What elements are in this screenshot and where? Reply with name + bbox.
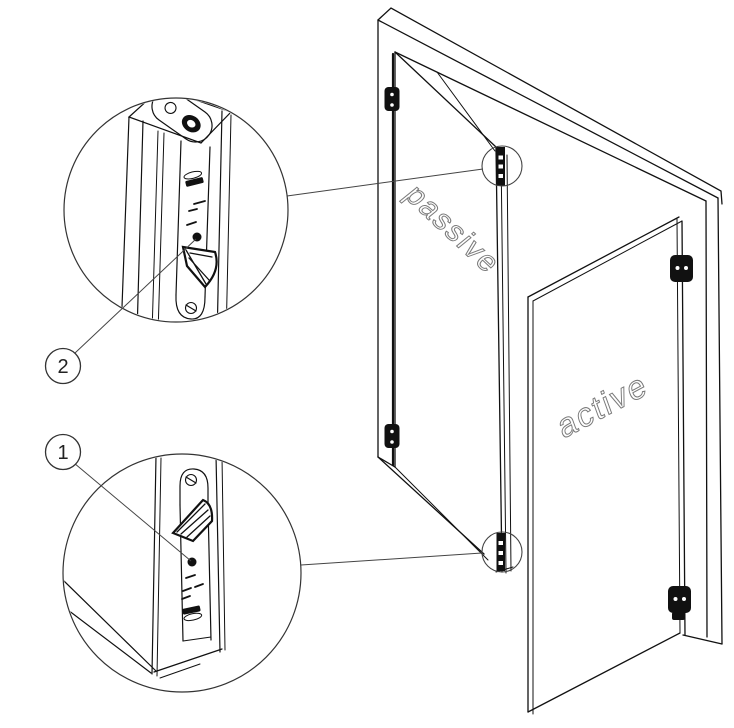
detail1-door-bottom-cut bbox=[153, 648, 223, 673]
detail1-screw bbox=[184, 473, 198, 487]
active-door-bottom-hinge bbox=[668, 586, 691, 620]
passive-door-free-edge-2 bbox=[500, 150, 507, 574]
hinges bbox=[384, 87, 693, 620]
detail2-faceplate-bottom bbox=[175, 294, 206, 320]
top-bolt-marker-circle bbox=[481, 145, 523, 187]
detail1-door-face-line bbox=[156, 457, 162, 677]
detail2-text-marks bbox=[186, 200, 206, 226]
passive-door-top-edge bbox=[394, 51, 497, 148]
detail1-faceplate-bottom bbox=[182, 636, 212, 642]
bottom-detail-view bbox=[64, 455, 226, 679]
bottom-flush-bolt-slot bbox=[498, 541, 503, 545]
detail1-screw-slot bbox=[185, 476, 197, 484]
callout-2-leader bbox=[74, 238, 197, 354]
detail2-screw bbox=[184, 301, 198, 315]
frame-right-jamb-inner bbox=[705, 200, 708, 638]
detail1-door-corner-line bbox=[215, 455, 221, 653]
callout-1-number: 1 bbox=[57, 442, 68, 464]
detail2-faceplate-left bbox=[175, 140, 182, 296]
active-door-hinge-edge-2 bbox=[681, 220, 686, 636]
leader-bottom-detail-to-door bbox=[300, 552, 483, 566]
top-flush-bolt-slot bbox=[498, 164, 503, 169]
detail2-door-corner-line bbox=[216, 110, 223, 321]
passive-door-bottom-hinge bbox=[384, 424, 400, 448]
detail1-text-marks bbox=[181, 574, 204, 600]
active-door-top-edge-far bbox=[532, 220, 683, 302]
active-door-label: active bbox=[553, 366, 652, 447]
detail1-faceplate-right bbox=[207, 504, 212, 641]
detail2-screw-hole bbox=[164, 101, 177, 115]
passive-door bbox=[377, 51, 514, 574]
top-detail-view bbox=[120, 99, 233, 321]
top-flush-bolt-slot bbox=[498, 155, 503, 160]
top-detail-circle bbox=[63, 97, 289, 323]
active-door bbox=[527, 216, 686, 715]
passive-door-top-edge-far bbox=[436, 71, 496, 152]
callout-2-number: 2 bbox=[57, 356, 68, 378]
callout-2: 2 bbox=[44, 238, 197, 385]
bottom-flush-bolt-slot bbox=[498, 551, 503, 555]
leader-lines bbox=[286, 168, 484, 566]
detail1-bolt-lever bbox=[171, 498, 214, 543]
active-door-bottom-edge bbox=[527, 632, 681, 713]
detail1-door-corner-line bbox=[221, 456, 226, 651]
detail2-leader-dot bbox=[192, 232, 202, 242]
detail2-door-face-line bbox=[120, 116, 130, 321]
frame-right-jamb-outer bbox=[717, 197, 723, 645]
frame-lintel-inner-edge bbox=[394, 51, 707, 202]
frame-top-face bbox=[377, 7, 723, 205]
passive-door-flush-bolts bbox=[481, 145, 523, 573]
detail2-groove-line bbox=[157, 132, 165, 321]
detail1-door-bottom-edge bbox=[64, 579, 157, 672]
detail2-door-corner-line bbox=[225, 114, 232, 321]
detail1-brand-logo bbox=[182, 605, 203, 622]
detail1-door-bottom-edge-2 bbox=[64, 606, 152, 674]
active-door-hinge-edge bbox=[676, 218, 681, 634]
detail2-groove-line bbox=[151, 130, 159, 321]
top-flush-bolt-slot bbox=[498, 174, 503, 178]
active-door-top-edge bbox=[527, 216, 680, 298]
frame-right-jamb-bottom bbox=[682, 634, 723, 645]
detail2-door-face-line bbox=[136, 120, 144, 321]
detail1-door-bottom-cut-2 bbox=[159, 663, 201, 679]
passive-door-top-hinge bbox=[384, 87, 400, 111]
passive-door-free-edge bbox=[495, 146, 503, 573]
bottom-flush-bolt-slot bbox=[498, 561, 503, 565]
detail2-bolt-lever bbox=[181, 245, 218, 289]
detail2-brand-logo bbox=[183, 170, 204, 187]
passive-door-label: passive bbox=[398, 180, 508, 280]
door-frame bbox=[377, 7, 723, 645]
callout-1-leader bbox=[73, 462, 192, 562]
callout-2-circle bbox=[44, 347, 82, 385]
detail2-screw-slot bbox=[185, 304, 197, 312]
callout-1-circle bbox=[44, 433, 82, 471]
detail1-door-face-line bbox=[151, 455, 157, 675]
passive-door-free-edge-3 bbox=[506, 154, 512, 572]
frame-lintel-outer-edge bbox=[377, 19, 719, 199]
bottom-bolt-marker-circle bbox=[481, 531, 523, 573]
detail1-faceplate-top bbox=[179, 468, 209, 506]
leader-top-detail-to-door bbox=[286, 168, 484, 197]
detail2-top-strike-plate bbox=[151, 99, 213, 143]
active-door-top-hinge bbox=[670, 255, 693, 282]
callout-1: 1 bbox=[44, 433, 192, 562]
passive-door-bottom-edge bbox=[394, 466, 489, 561]
